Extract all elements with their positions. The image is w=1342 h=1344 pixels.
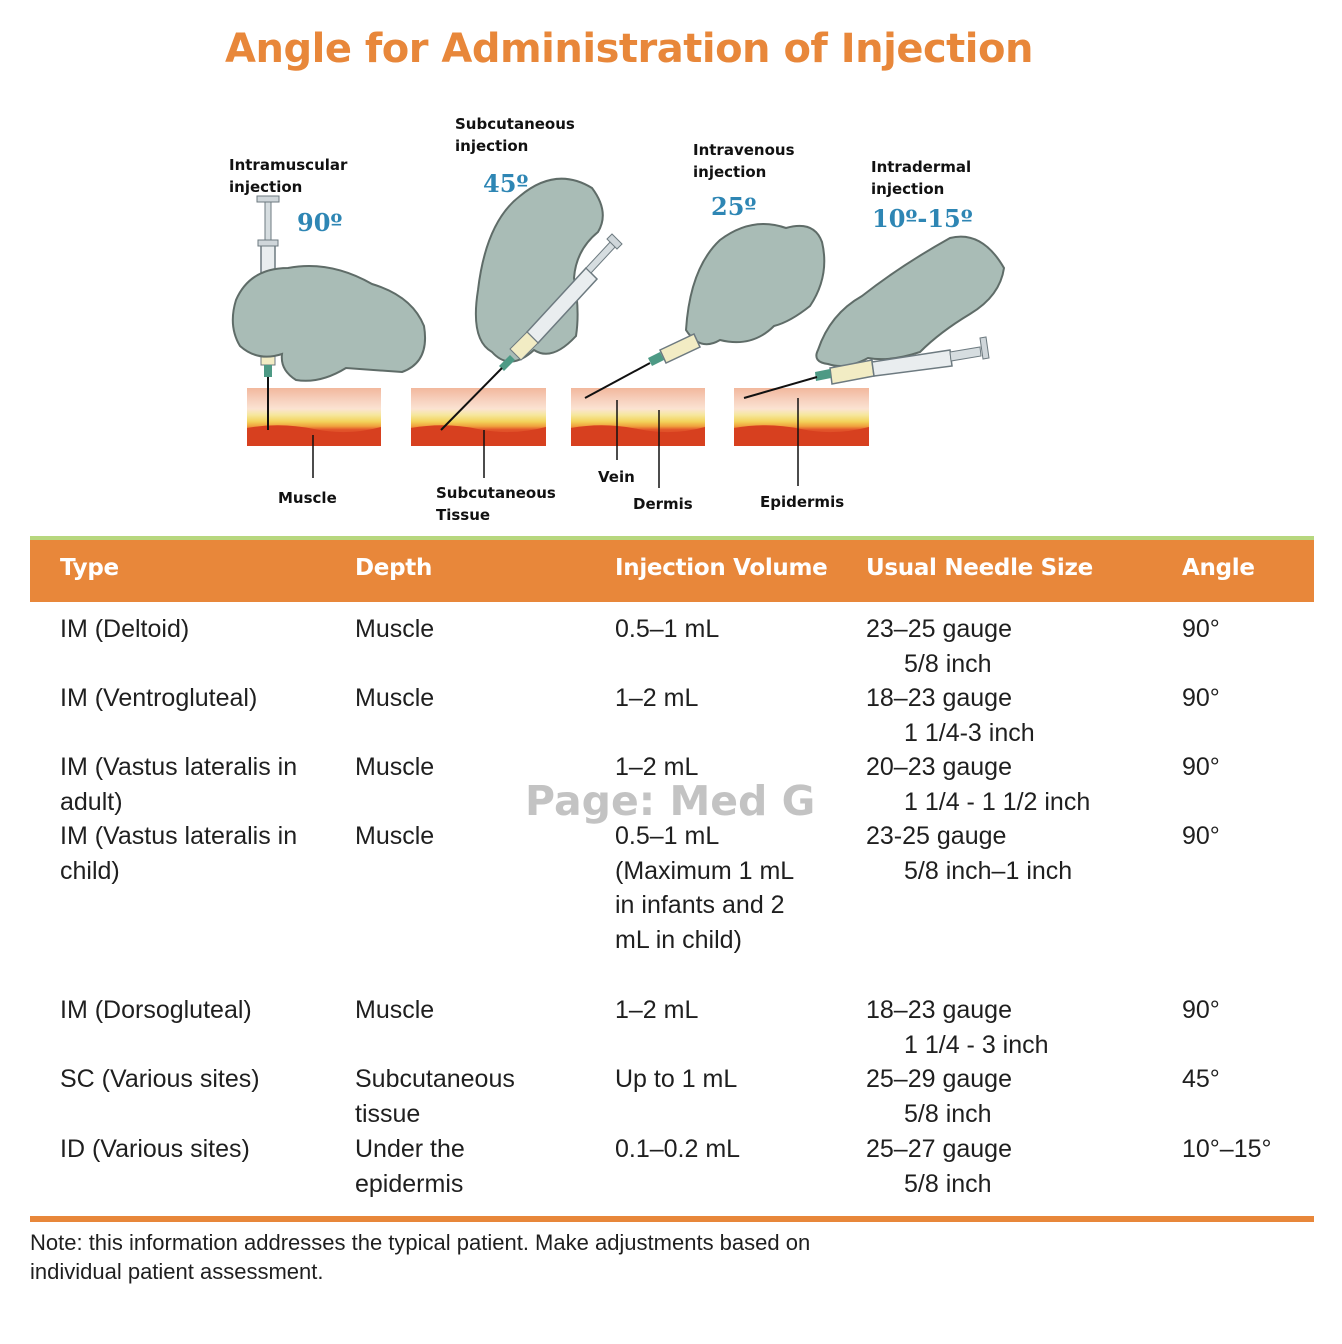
label-intramuscular: Intramuscular injection [229,156,348,196]
cell-depth: Muscle [355,822,435,850]
needle-length: 1 1/4 - 1 1/2 inch [904,787,1091,816]
cell-volume: 1–2 mL [615,753,699,781]
label-vein: Vein [598,468,635,486]
cell-depth: Muscle [355,753,435,781]
cell-depth: Muscle [355,996,435,1024]
cell-angle: 90° [1182,615,1220,643]
glove-hand-id [815,235,1006,367]
needle-gauge: 25–29 gauge [866,1065,1012,1093]
label-intradermal: Intradermal injection [871,158,972,198]
cell-angle: 90° [1182,822,1220,850]
column-header-angle: Angle [1182,555,1255,581]
cell-depth: Under the epidermis [355,1135,465,1198]
needle-gauge: 25–27 gauge [866,1135,1012,1163]
cell-angle: 90° [1182,753,1220,781]
cell-needle-size: 18–23 gauge 1 1/4 - 3 inch [866,993,1166,1062]
cell-angle: 90° [1182,996,1220,1024]
label-subcutaneous: Subcutaneous injection [455,115,575,155]
column-header-type: Type [60,555,119,581]
cell-angle: 10°–15° [1182,1135,1272,1163]
cell-type: IM (Deltoid) [60,615,190,643]
needle-gauge: 20–23 gauge [866,753,1012,781]
needle-length: 5/8 inch [904,1099,992,1128]
angle-subcutaneous: 45º [483,169,529,198]
syringe-id [743,336,990,399]
cell-angle: 90° [1182,684,1220,712]
cell-volume: 0.1–0.2 mL [615,1135,741,1163]
watermark: Page: Med G [525,777,816,825]
cell-depth: Muscle [355,684,435,712]
skin-block-im [247,388,381,446]
needle-gauge: 23-25 gauge [866,822,1007,850]
column-header-needle-size: Usual Needle Size [866,555,1093,581]
cell-type: IM (Ventrogluteal) [60,684,258,712]
table-header: Type Depth Injection Volume Usual Needle… [30,540,1314,602]
needle-length: 5/8 inch [904,649,992,678]
cell-type: IM (Dorsogluteal) [60,996,252,1024]
cell-type: SC (Various sites) [60,1065,260,1093]
cell-angle: 45° [1182,1065,1220,1093]
needle-length: 5/8 inch–1 inch [904,856,1073,885]
cell-needle-size: 23–25 gauge 5/8 inch [866,612,1166,681]
header-top-rule [30,536,1314,540]
page-title: Angle for Administration of Injection [225,26,1033,72]
label-dermis: Dermis [633,495,693,513]
skin-block-sc [411,388,546,446]
cell-type: IM (Vastus lateralis in child) [60,822,298,885]
cell-volume: 0.5–1 mL [615,615,720,643]
syringe-iv [584,332,701,399]
label-muscle: Muscle [278,489,337,507]
needle-length: 1 1/4 - 3 inch [904,1030,1049,1059]
column-header-volume: Injection Volume [615,555,828,581]
cell-needle-size: 23-25 gauge 5/8 inch–1 inch [866,819,1166,888]
needle-length: 1 1/4-3 inch [904,718,1035,747]
cell-needle-size: 25–27 gauge 5/8 inch [866,1132,1166,1201]
glove-hand-im [231,265,426,382]
cell-needle-size: 20–23 gauge 1 1/4 - 1 1/2 inch [866,750,1166,819]
syringe-sc [440,233,623,431]
column-header-depth: Depth [355,555,433,581]
cell-needle-size: 18–23 gauge 1 1/4-3 inch [866,681,1166,750]
needle-length: 5/8 inch [904,1169,992,1198]
angle-intramuscular: 90º [297,208,343,237]
cell-volume: Up to 1 mL [615,1065,738,1093]
footnote: Note: this information addresses the typ… [30,1230,811,1284]
cell-volume: 1–2 mL [615,996,699,1024]
cell-type: ID (Various sites) [60,1135,250,1163]
table-bottom-rule [30,1216,1314,1222]
needle-gauge: 23–25 gauge [866,615,1012,643]
glove-hand-sc [474,177,604,363]
cell-type: IM (Vastus lateralis in adult) [60,753,298,816]
cell-depth: Subcutaneous tissue [355,1065,515,1128]
diagram-illustration [231,177,1006,488]
label-epidermis: Epidermis [760,493,845,511]
glove-hand-iv [684,223,826,346]
injection-angle-diagram: Intramuscular injection 90º Subcutaneous… [0,100,1342,540]
skin-block-iv [571,388,705,446]
angle-intravenous: 25º [711,192,757,221]
label-intravenous: Intravenous injection [693,141,795,181]
angle-intradermal: 10º-15º [872,204,973,233]
label-subcutaneous-tissue: Subcutaneous Tissue [436,484,556,524]
needle-gauge: 18–23 gauge [866,996,1012,1024]
cell-volume: 1–2 mL [615,684,699,712]
cell-needle-size: 25–29 gauge 5/8 inch [866,1062,1166,1131]
skin-block-id [734,388,869,446]
cell-depth: Muscle [355,615,435,643]
needle-gauge: 18–23 gauge [866,684,1012,712]
cell-volume: 0.5–1 mL (Maximum 1 mL in infants and 2 … [615,822,794,954]
